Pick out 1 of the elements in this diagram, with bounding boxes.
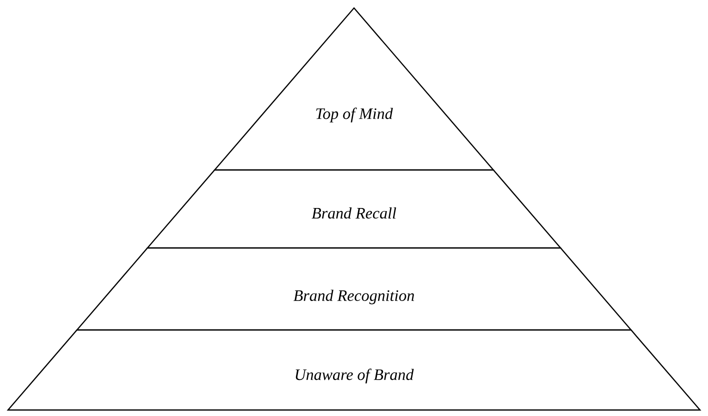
node-label: Unaware of Brand — [296, 368, 414, 384]
